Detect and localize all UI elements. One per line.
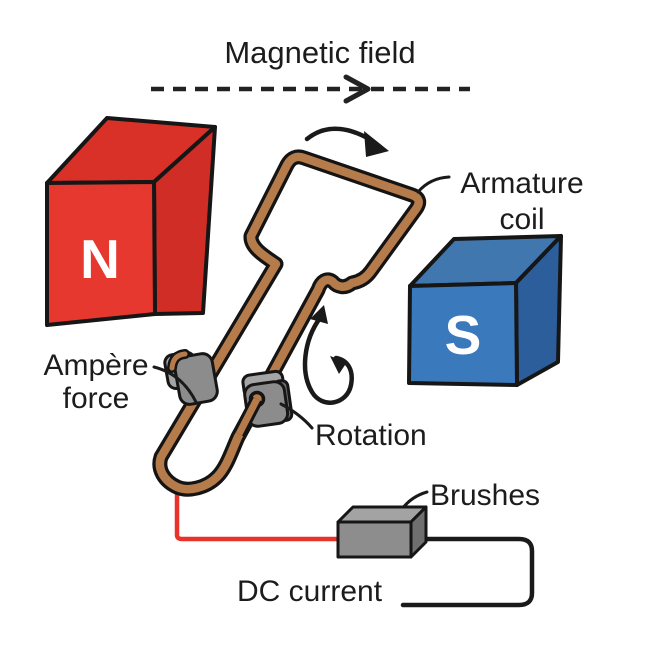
coil-wire-copper	[155, 152, 423, 494]
ampere-force-label-line2: force	[63, 382, 130, 415]
ampere-force-label-line1: Ampère	[43, 349, 148, 382]
armature-coil-label-line1: Armature	[460, 167, 583, 200]
clamp-left-front	[173, 352, 219, 406]
red-dc-wire	[174, 484, 340, 542]
rotation-curl-arrow	[302, 305, 354, 405]
armature-coil-wire	[152, 149, 427, 497]
armature-coil-label-line2: coil	[499, 203, 544, 236]
brushes-box	[336, 505, 428, 559]
south-pole-label: S	[445, 304, 482, 366]
rotation-curl-head-in-icon	[330, 356, 347, 374]
ampere-force-leader-line	[152, 365, 198, 404]
south-magnet: S	[407, 234, 563, 387]
rotation-curl-curve	[302, 315, 354, 405]
dc-current-label: DC current	[237, 575, 383, 608]
south-magnet-front-face	[407, 281, 519, 387]
north-magnet: N	[45, 116, 217, 327]
brushes-box-front-face	[336, 520, 413, 559]
brushes-label: Brushes	[430, 479, 540, 512]
rotation-arrow-top	[304, 126, 389, 157]
coil-wire-end-left	[167, 349, 190, 373]
black-dc-wire	[400, 536, 535, 608]
rotation-arrow-top-head-icon	[364, 131, 389, 157]
rotation-label: Rotation	[315, 419, 427, 452]
north-pole-label: N	[80, 228, 120, 290]
wire-through-copper	[235, 397, 261, 436]
magnetic-field-label: Magnetic field	[224, 35, 415, 70]
rotation-arrow-top-curve	[304, 126, 374, 143]
rotation-leader-line	[279, 402, 314, 430]
north-magnet-front-face	[45, 180, 157, 327]
field-direction-arrowhead-icon	[343, 74, 371, 104]
armature-coil-leader-line	[416, 175, 451, 194]
coil-wire-through-right	[233, 390, 266, 437]
wire-end-left-copper	[169, 351, 188, 371]
rotation-curl-head-up-icon	[310, 305, 328, 324]
